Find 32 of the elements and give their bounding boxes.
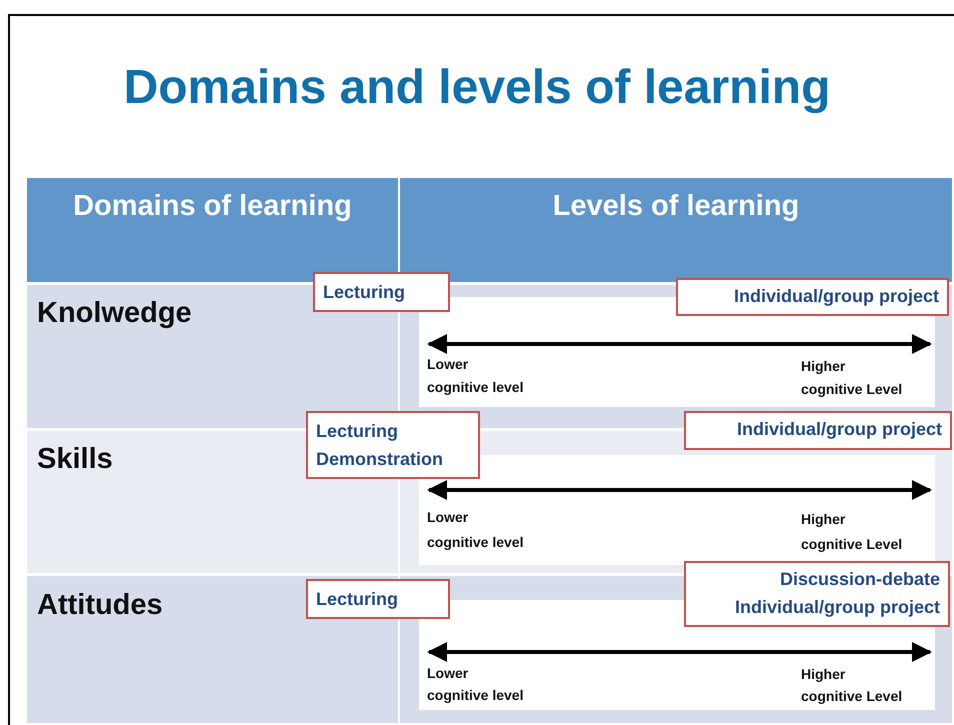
scale-label: Higher [801,358,846,374]
scale-label: Lower [427,356,468,372]
callout-box [306,579,450,619]
callout-box [313,272,450,312]
callout-box [684,411,952,450]
callout-box [684,561,950,627]
scale-label: cognitive Level [801,688,902,704]
slide-title: Domains and levels of learning [122,60,832,115]
scale-label: cognitive level [427,687,524,703]
callout-box [306,411,480,479]
method-text: Demonstration [316,448,444,471]
scale-label: Lower [427,509,468,525]
column-header: Levels of learning [552,190,800,223]
row-label: Knolwedge [37,297,192,330]
method-text: Lecturing [316,588,400,611]
method-text: Individual/group project [734,596,940,619]
method-text: Individual/group project [732,285,939,308]
column-header: Domains of learning [72,190,353,223]
scale-label: Higher [801,666,846,682]
callout-box [676,278,949,316]
scale-label: cognitive level [427,534,524,550]
method-text: Discussion-debate [778,568,940,591]
scale-label: cognitive level [427,379,524,395]
method-text: Lecturing [316,420,400,443]
scale-label: Lower [427,665,468,681]
method-text: Individual/group project [736,418,942,441]
row-label: Attitudes [37,589,163,622]
scale-label: cognitive Level [801,381,902,397]
scale-label: cognitive Level [801,536,902,552]
row-label: Skills [37,443,113,476]
scale-label: Higher [801,511,846,527]
method-text: Lecturing [323,281,406,304]
